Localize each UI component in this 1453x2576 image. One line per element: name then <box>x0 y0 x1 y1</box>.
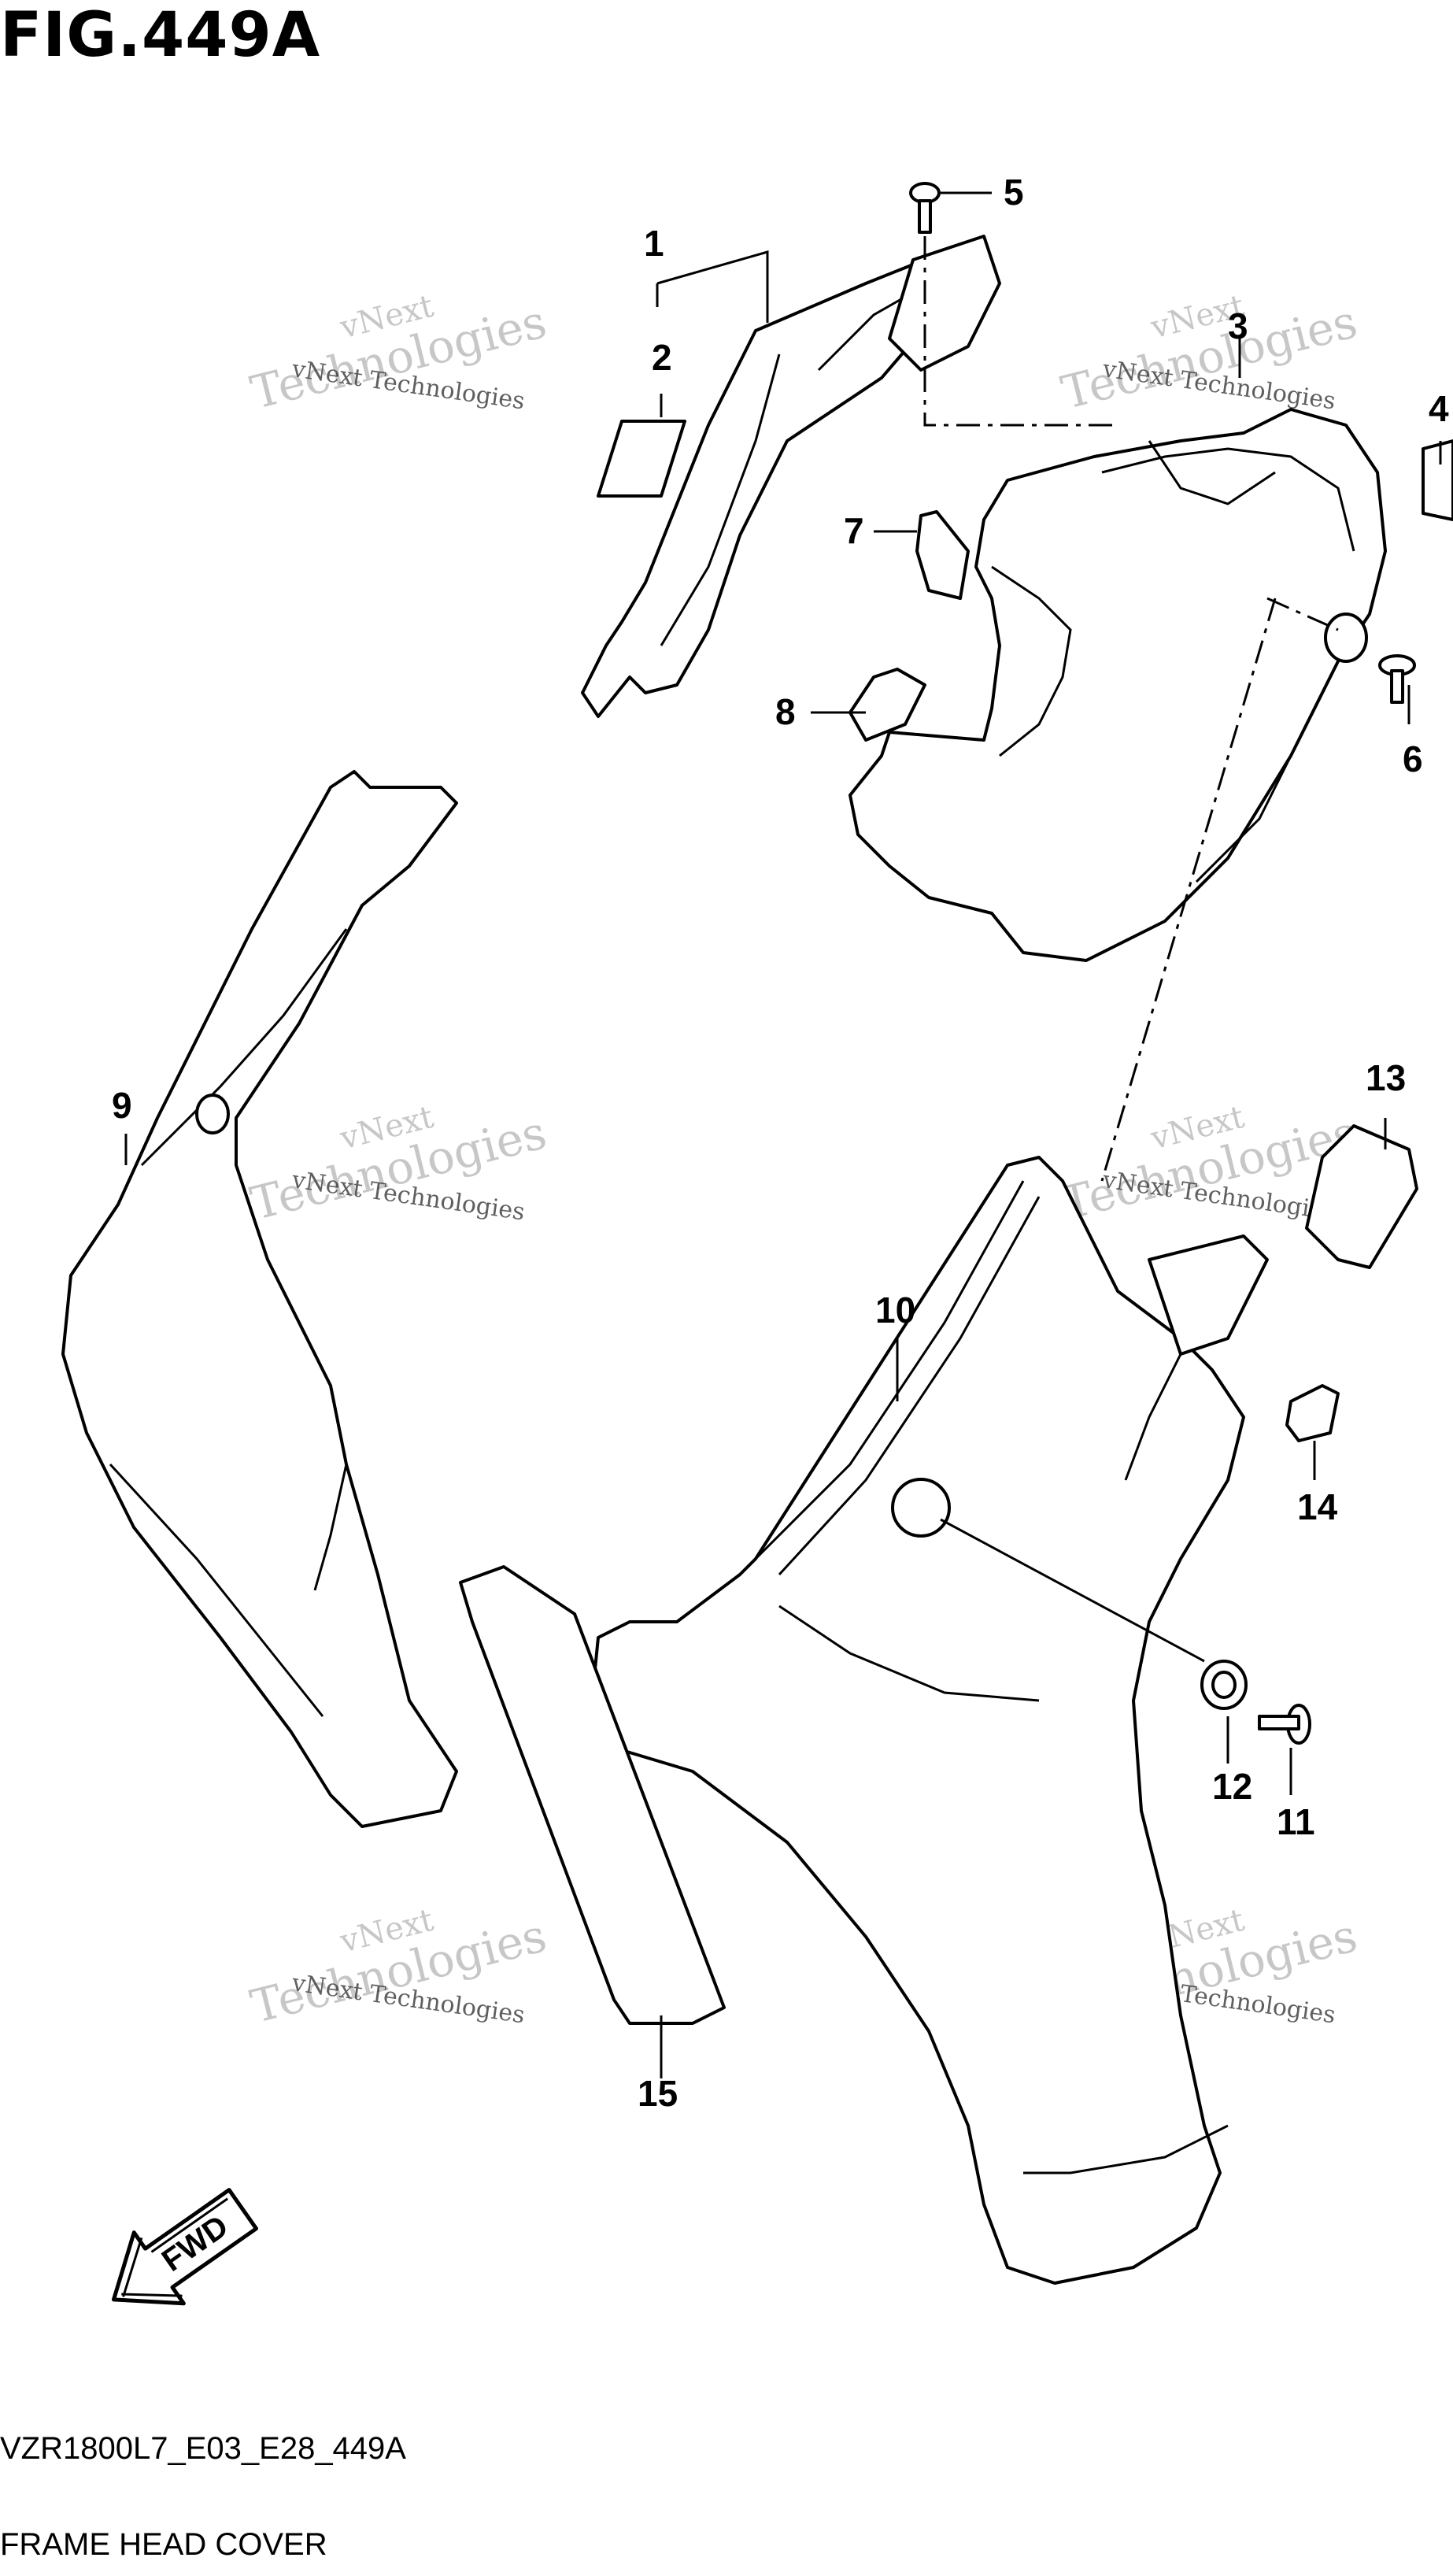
part-14-pad <box>1285 1384 1340 1442</box>
leader-lines <box>124 191 1442 2078</box>
part-7-pad <box>915 510 970 600</box>
callout-14: 14 <box>1297 1486 1338 1527</box>
callout-10: 10 <box>875 1290 915 1331</box>
part-2-label <box>597 420 686 498</box>
fwd-arrow-icon: FWD <box>111 2188 259 2306</box>
part-4-tab <box>1422 439 1453 521</box>
diagram-code: VZR1800L7_E03_E28_449A <box>0 2431 406 2466</box>
callout-13: 13 <box>1366 1057 1406 1098</box>
part-5-screw <box>909 182 941 234</box>
figure-title: FIG.449A <box>0 0 321 71</box>
part-1-bracket <box>581 235 1001 718</box>
part-9-side-cover <box>61 770 458 1828</box>
callout-6: 6 <box>1403 738 1423 779</box>
diagram-caption: FRAME HEAD COVER <box>0 2527 327 2562</box>
part-15-strip <box>459 1565 726 2025</box>
part-13-pad <box>1305 1124 1418 1269</box>
part-8-pad <box>849 668 926 742</box>
callouts: 1 2 3 4 5 6 7 8 9 10 11 12 13 14 15 <box>112 172 1449 2114</box>
callout-9: 9 <box>112 1085 132 1126</box>
callout-7: 7 <box>844 510 864 551</box>
callout-5: 5 <box>1004 172 1024 213</box>
part-3-upper-cover <box>849 408 1387 962</box>
part-11-bolt <box>1258 1704 1311 1745</box>
part-12-grommet <box>1200 1660 1248 1710</box>
callout-12: 12 <box>1212 1766 1252 1807</box>
callout-8: 8 <box>775 691 796 732</box>
connection-lines <box>923 236 1339 1663</box>
callout-1: 1 <box>644 223 664 264</box>
part-10-frame-cover <box>589 1156 1269 2285</box>
callout-2: 2 <box>652 337 672 378</box>
callout-4: 4 <box>1429 388 1449 429</box>
callout-11: 11 <box>1277 1801 1315 1842</box>
callout-3: 3 <box>1228 305 1248 346</box>
callout-15: 15 <box>638 2073 678 2114</box>
part-6-screw <box>1378 654 1416 704</box>
